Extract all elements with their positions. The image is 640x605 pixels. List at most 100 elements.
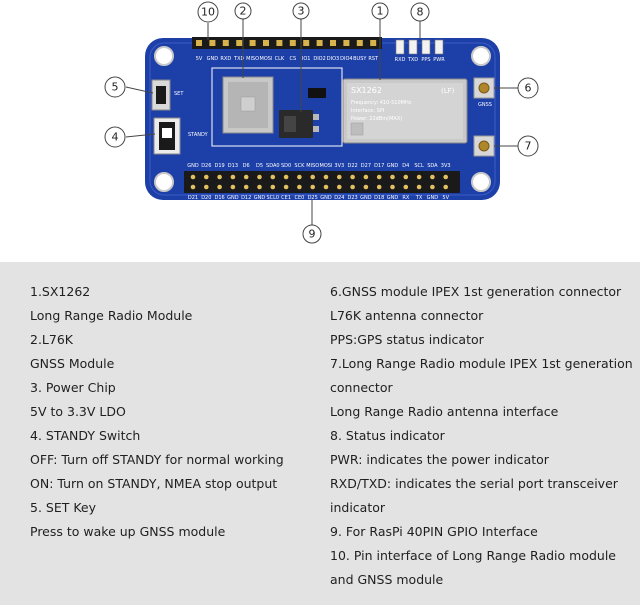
top-header-pin xyxy=(250,40,256,46)
status-pin-label: RXD xyxy=(395,57,406,63)
gpio-header-housing xyxy=(184,171,460,193)
top-pin-label: MOSI xyxy=(260,56,273,62)
mounting-hole xyxy=(155,47,173,65)
legend-line: 7.Long Range Radio module IPEX 1st gener… xyxy=(330,352,635,400)
legend-line: 2.L76K xyxy=(30,328,320,352)
gpio-top-label: SDA0 xyxy=(266,163,280,169)
legend-panel: 1.SX1262 Long Range Radio Module 2.L76K … xyxy=(0,262,640,605)
top-pin-label: MISO xyxy=(246,56,259,62)
top-header-pin xyxy=(317,40,323,46)
gpio-pin xyxy=(364,185,369,190)
gpio-top-label: MOSI xyxy=(320,163,333,169)
top-pin-label: 5V xyxy=(196,56,203,62)
gpio-pin xyxy=(204,185,209,190)
callout-7: 7 xyxy=(525,140,532,153)
gpio-pin xyxy=(284,185,289,190)
gpio-top-label: GND xyxy=(187,163,199,169)
legend-line: 5V to 3.3V LDO xyxy=(30,400,320,424)
top-header-pin xyxy=(357,40,363,46)
gpio-top-label: D5 xyxy=(256,163,263,169)
legend-line: PWR: indicates the power indicator xyxy=(330,448,635,472)
gpio-pin xyxy=(337,185,342,190)
gpio-top-label: D22 xyxy=(347,163,357,169)
gpio-pin xyxy=(244,175,249,180)
top-header-pin xyxy=(276,40,282,46)
gpio-bottom-label: CE0 xyxy=(294,195,304,201)
gpio-bottom-label: GND xyxy=(387,195,399,201)
gpio-pin xyxy=(337,175,342,180)
legend-left-column: 1.SX1262 Long Range Radio Module 2.L76K … xyxy=(30,280,320,544)
gpio-pin xyxy=(350,175,355,180)
status-led xyxy=(422,40,430,54)
legend-line: L76K antenna connector xyxy=(330,304,635,328)
gpio-bottom-label: D12 xyxy=(241,195,251,201)
callout-3: 3 xyxy=(298,5,305,18)
legend-line: Long Range Radio Module xyxy=(30,304,320,328)
top-pin-label: BUSY xyxy=(353,56,367,62)
top-header-pin xyxy=(303,40,309,46)
gpio-pin xyxy=(257,175,262,180)
gpio-bottom-label: D25 xyxy=(308,195,318,201)
top-pin-label: IO1 xyxy=(302,56,311,62)
status-led xyxy=(409,40,417,54)
status-pin-label: TXD xyxy=(407,57,418,63)
gpio-top-label: 3V3 xyxy=(334,163,344,169)
top-header-pin xyxy=(263,40,269,46)
gpio-pin xyxy=(191,185,196,190)
gpio-top-label: D4 xyxy=(402,163,409,169)
legend-line: 1.SX1262 xyxy=(30,280,320,304)
gpio-pin xyxy=(231,185,236,190)
legend-line: Long Range Radio antenna interface xyxy=(330,400,635,424)
legend-line: 4. STANDY Switch xyxy=(30,424,320,448)
gpio-pin xyxy=(297,185,302,190)
gpio-bottom-label: GND xyxy=(427,195,439,201)
gpio-top-label: D17 xyxy=(374,163,384,169)
gpio-bottom-label: D23 xyxy=(347,195,357,201)
callout-5: 5 xyxy=(112,81,119,94)
gpio-bottom-label: 5V xyxy=(442,195,449,201)
mounting-hole xyxy=(472,173,490,191)
gpio-pin xyxy=(271,175,276,180)
gpio-top-label: GND xyxy=(387,163,399,169)
gpio-pin xyxy=(377,175,382,180)
gpio-pin xyxy=(417,175,422,180)
gpio-bottom-label: TX xyxy=(415,195,423,201)
top-pin-label: CLK xyxy=(275,56,285,62)
gpio-top-label: SCL xyxy=(414,163,424,169)
callout-2: 2 xyxy=(240,5,247,18)
gpio-bottom-label: D18 xyxy=(374,195,384,201)
legend-line: 8. Status indicator xyxy=(330,424,635,448)
top-header-pin xyxy=(196,40,202,46)
gpio-bottom-label: CE1 xyxy=(281,195,291,201)
top-pin-label: GND xyxy=(207,56,219,62)
legend-line: 5. SET Key xyxy=(30,496,320,520)
legend-line: ON: Turn on STANDY, NMEA stop output xyxy=(30,472,320,496)
gpio-pin xyxy=(364,175,369,180)
gpio-top-label: 3V3 xyxy=(441,163,451,169)
status-pin-label: PPS xyxy=(421,57,430,63)
gpio-bottom-label: GND xyxy=(360,195,372,201)
gpio-bottom-label: D21 xyxy=(188,195,198,201)
legend-line: GNSS Module xyxy=(30,352,320,376)
legend-right-column: 6.GNSS module IPEX 1st generation connec… xyxy=(330,280,635,592)
top-pin-label: RXD xyxy=(220,56,231,62)
gpio-top-label: D27 xyxy=(361,163,371,169)
legend-line: PPS:GPS status indicator xyxy=(330,328,635,352)
gpio-pin xyxy=(350,185,355,190)
legend-line: RXD/TXD: indicates the serial port trans… xyxy=(330,472,635,520)
legend-line: 6.GNSS module IPEX 1st generation connec… xyxy=(330,280,635,304)
gpio-pin xyxy=(310,175,315,180)
callout-9: 9 xyxy=(309,228,316,241)
gpio-pin xyxy=(430,185,435,190)
legend-line: 9. For RasPi 40PIN GPIO Interface xyxy=(330,520,635,544)
top-header-pin xyxy=(223,40,229,46)
gpio-top-label: D6 xyxy=(243,163,250,169)
top-pin-label: DIO4 xyxy=(340,56,352,62)
gpio-bottom-label: GND xyxy=(227,195,239,201)
gpio-top-label: SCK xyxy=(294,163,305,169)
gpio-pin xyxy=(271,185,276,190)
callout-4: 4 xyxy=(112,131,119,144)
top-header-pin xyxy=(330,40,336,46)
